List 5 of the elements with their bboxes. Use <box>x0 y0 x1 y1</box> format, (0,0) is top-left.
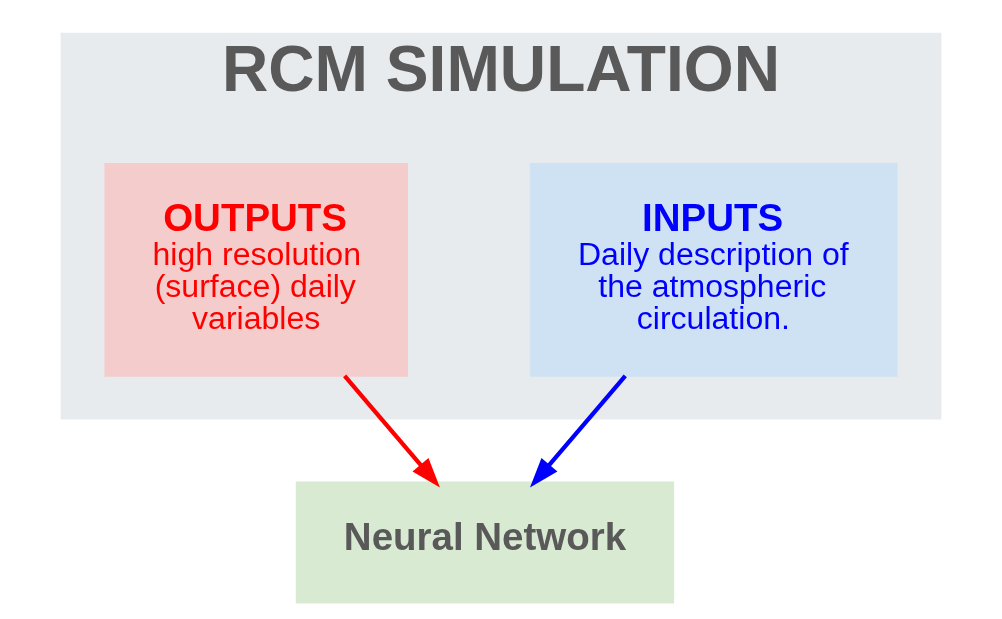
node-box: Neural Network <box>295 481 675 604</box>
arrow <box>343 374 440 488</box>
node-box: INPUTS Daily description of the atmospheric circulation. <box>529 163 898 377</box>
node-box: OUTPUTS high resolution (surface) daily variables <box>104 163 408 377</box>
arrow <box>529 374 627 488</box>
